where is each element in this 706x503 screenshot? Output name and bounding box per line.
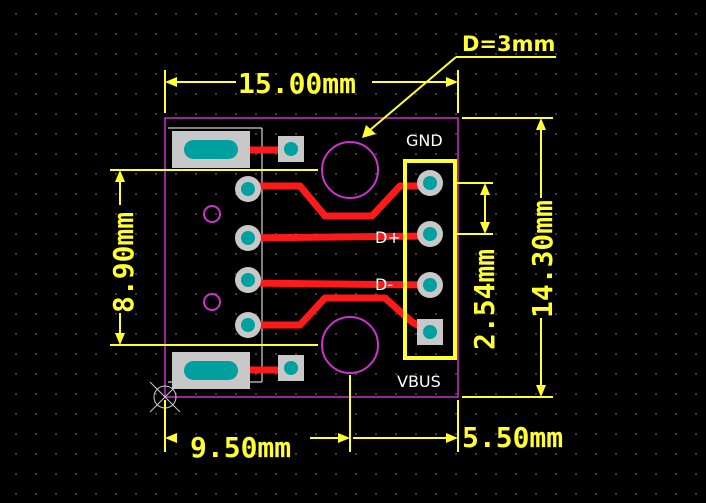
usb-pins — [235, 176, 261, 338]
usb-pin — [235, 312, 261, 338]
header-pin-gnd — [417, 170, 443, 196]
dim-bottom-right: 5.50mm — [462, 421, 563, 454]
shield-pad-top — [172, 131, 250, 168]
shield-pad-bottom — [172, 352, 250, 389]
locating-hole-top — [203, 205, 221, 223]
usb-pin — [235, 267, 261, 293]
trace-dminus — [247, 279, 431, 289]
usb-pin — [235, 225, 261, 251]
traces — [247, 146, 432, 374]
dimension-lines — [110, 56, 556, 452]
dim-top-width: 15.00mm — [238, 67, 356, 100]
header-pins — [417, 170, 443, 345]
dim-hole-diameter: D=3mm — [462, 32, 555, 56]
usb-pin — [235, 176, 261, 202]
dim-bottom-left: 9.50mm — [190, 431, 291, 464]
mounting-hole-top — [321, 141, 379, 199]
small-pad-bottom — [278, 355, 304, 381]
header-pin-dplus — [417, 221, 443, 247]
dim-pin-pitch: 2.54mm — [468, 249, 501, 350]
label-dplus: D+ — [375, 228, 401, 247]
dim-left-height: 8.90mm — [107, 212, 140, 313]
label-vbus: VBUS — [397, 372, 441, 391]
mounting-hole-bottom — [321, 316, 379, 374]
trace-dplus — [247, 232, 431, 242]
label-dminus: D- — [375, 275, 393, 294]
locating-hole-bottom — [203, 293, 221, 311]
small-pad-top — [278, 136, 304, 162]
board-outline — [164, 117, 459, 398]
label-gnd: GND — [406, 131, 443, 150]
header-pin-vbus — [417, 319, 443, 345]
dim-right-height: 14.30mm — [526, 200, 559, 318]
header-outline — [403, 159, 457, 360]
trace-gnd — [248, 182, 430, 220]
trace-vbus — [248, 294, 432, 336]
header-pin-dminus — [417, 272, 443, 298]
